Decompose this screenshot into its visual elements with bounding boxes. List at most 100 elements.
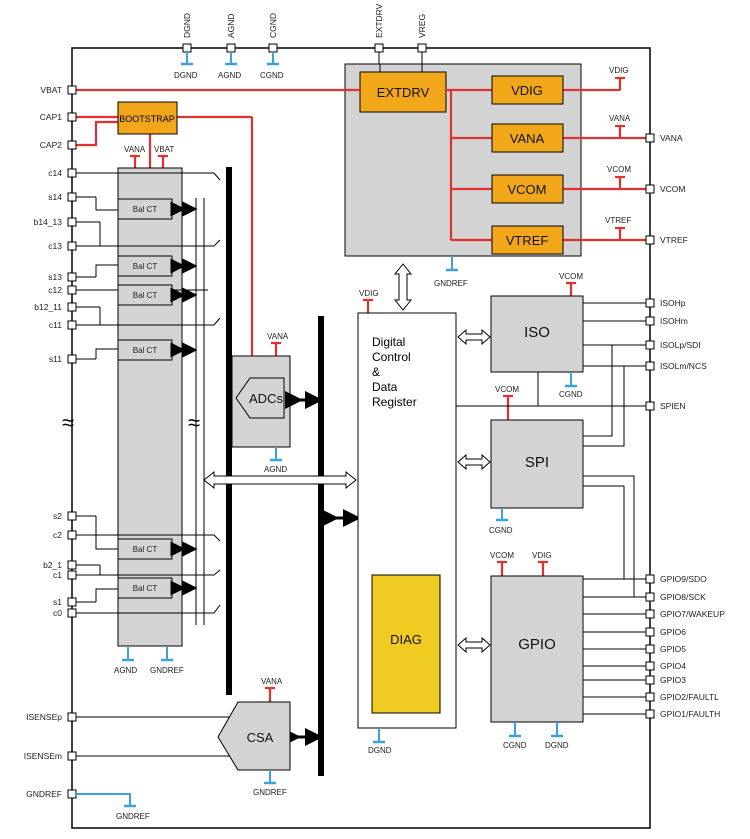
- svg-text:EXTDRV: EXTDRV: [374, 3, 384, 38]
- svg-text:s11: s11: [49, 354, 62, 364]
- svg-text:Digital: Digital: [372, 335, 405, 349]
- svg-text:GPIO2/FAULTL: GPIO2/FAULTL: [660, 692, 719, 702]
- svg-text:GPIO6: GPIO6: [660, 627, 686, 637]
- svg-text:VCOM: VCOM: [490, 551, 514, 560]
- svg-text:VDIG: VDIG: [609, 66, 629, 75]
- break-mark-right: ≈: [188, 410, 200, 435]
- svg-text:DGND: DGND: [368, 746, 392, 755]
- svg-text:Bal CT: Bal CT: [133, 584, 158, 593]
- svg-text:DGND: DGND: [182, 13, 192, 38]
- svg-text:Bal CT: Bal CT: [133, 545, 158, 554]
- bus-arrows: [283, 391, 361, 746]
- vdig-block: [491, 75, 564, 105]
- pin-cgnd: CGND CGND: [260, 13, 284, 80]
- svg-text:DGND: DGND: [545, 741, 569, 750]
- svg-text:b12_11: b12_11: [34, 302, 62, 312]
- svg-text:VCOM: VCOM: [607, 165, 631, 174]
- mux-bus: [226, 167, 232, 695]
- adcs-block: [231, 355, 291, 448]
- svg-text:ISENSEm: ISENSEm: [24, 751, 62, 761]
- svg-text:s1: s1: [53, 597, 62, 607]
- svg-text:ADCs: ADCs: [249, 391, 283, 406]
- svg-text:VTREF: VTREF: [506, 233, 549, 248]
- svg-text:VCOM: VCOM: [495, 385, 519, 394]
- svg-text:AGND: AGND: [218, 71, 241, 80]
- svg-text:GPIO4: GPIO4: [660, 661, 686, 671]
- power-nets: [76, 76, 650, 702]
- svg-text:SPI: SPI: [525, 454, 549, 471]
- svg-text:CAP2: CAP2: [40, 140, 62, 150]
- svg-text:VBAT: VBAT: [154, 145, 174, 154]
- svg-text:VANA: VANA: [124, 145, 146, 154]
- svg-text:VCOM: VCOM: [508, 182, 547, 197]
- svg-text:CGND: CGND: [503, 741, 527, 750]
- diag-block: [371, 574, 441, 714]
- vcom-block: [491, 174, 564, 204]
- pin-dgnd: DGND DGND: [174, 13, 198, 80]
- pin-agnd: AGND AGND: [218, 13, 241, 80]
- svg-text:VREG: VREG: [417, 14, 427, 38]
- svg-text:VTREF: VTREF: [660, 235, 688, 245]
- svg-text:CGND: CGND: [260, 71, 284, 80]
- svg-text:c1: c1: [53, 570, 62, 580]
- svg-text:b14_13: b14_13: [34, 217, 63, 227]
- svg-text:VDIG: VDIG: [359, 289, 379, 298]
- spi-block: [490, 419, 584, 509]
- svg-text:VANA: VANA: [609, 114, 631, 123]
- svg-text:GNDREF: GNDREF: [253, 788, 287, 797]
- svg-text:Register: Register: [372, 395, 417, 409]
- hollow-arrows: [203, 263, 491, 654]
- svg-text:c11: c11: [49, 320, 62, 330]
- svg-text:DIAG: DIAG: [390, 632, 422, 647]
- svg-text:Control: Control: [372, 350, 411, 364]
- svg-text:CSA: CSA: [247, 730, 274, 745]
- svg-text:c0: c0: [53, 608, 62, 618]
- balancing-panel: [117, 167, 183, 647]
- svg-text:ISOLm/NCS: ISOLm/NCS: [660, 361, 707, 371]
- svg-text:&: &: [372, 365, 380, 379]
- svg-text:ISOHp: ISOHp: [660, 298, 686, 308]
- svg-text:c14: c14: [48, 168, 62, 178]
- svg-text:VDIG: VDIG: [532, 551, 552, 560]
- svg-text:Bal CT: Bal CT: [133, 205, 158, 214]
- svg-text:c12: c12: [48, 285, 62, 295]
- svg-text:GPIO9/SDO: GPIO9/SDO: [660, 574, 707, 584]
- svg-text:VANA: VANA: [267, 332, 289, 341]
- svg-text:Bal CT: Bal CT: [133, 262, 158, 271]
- gpio-block: [490, 575, 584, 723]
- iso-block: [490, 295, 584, 373]
- svg-text:GNDREF: GNDREF: [26, 789, 62, 799]
- pin-vreg: VREG: [417, 14, 427, 72]
- svg-text:BOOTSTRAP: BOOTSTRAP: [119, 114, 175, 124]
- svg-text:ISO: ISO: [524, 324, 550, 341]
- extdrv-block: [359, 71, 447, 113]
- svg-text:GNDREF: GNDREF: [434, 279, 468, 288]
- svg-text:ISOLp/SDI: ISOLp/SDI: [660, 340, 701, 350]
- svg-text:GPIO1/FAULTH: GPIO1/FAULTH: [660, 709, 720, 719]
- balct-blocks: Bal CT Bal CT Bal CT Bal CT Bal CT Bal C…: [117, 198, 173, 599]
- svg-text:s14: s14: [48, 192, 62, 202]
- svg-text:GNDREF: GNDREF: [150, 666, 184, 675]
- svg-text:GPIO: GPIO: [518, 636, 556, 653]
- svg-text:GPIO7/WAKEUP: GPIO7/WAKEUP: [660, 609, 725, 619]
- svg-text:VANA: VANA: [510, 131, 545, 146]
- svg-text:VANA: VANA: [261, 677, 283, 686]
- svg-text:s2: s2: [53, 511, 62, 521]
- pin-extdrv: EXTDRV: [374, 3, 384, 72]
- svg-text:s13: s13: [48, 272, 62, 282]
- svg-text:CAP1: CAP1: [40, 112, 62, 122]
- svg-text:GPIO3: GPIO3: [660, 675, 686, 685]
- csa-block: [217, 701, 291, 771]
- bootstrap-block: [117, 101, 178, 135]
- svg-text:ISENSEp: ISENSEp: [26, 712, 62, 722]
- svg-text:Bal CT: Bal CT: [133, 291, 158, 300]
- svg-text:GNDREF: GNDREF: [116, 812, 150, 821]
- svg-text:VCOM: VCOM: [559, 272, 583, 281]
- svg-text:VCOM: VCOM: [660, 184, 686, 194]
- svg-text:CGND: CGND: [489, 526, 513, 535]
- svg-text:Bal CT: Bal CT: [133, 346, 158, 355]
- svg-text:GPIO5: GPIO5: [660, 644, 686, 654]
- svg-text:CGND: CGND: [268, 13, 278, 38]
- svg-text:VTREF: VTREF: [605, 216, 631, 225]
